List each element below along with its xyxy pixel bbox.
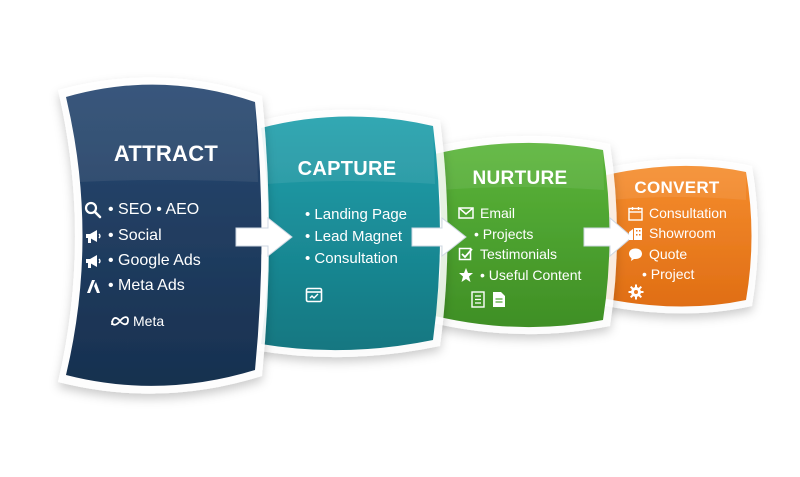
gear-icon	[628, 284, 644, 300]
attract-segment	[58, 77, 269, 394]
arrow-capture-nurture	[411, 216, 467, 258]
attract-item-label: • SEO • AEO	[108, 201, 200, 218]
capture-item-label: • Lead Magnet	[305, 228, 402, 245]
nurture-item-label: Testimonials	[480, 246, 558, 262]
meta-logo-text: Meta	[133, 313, 165, 329]
capture-item: • Lead Magnet	[305, 228, 402, 245]
attract-item-label: • Social	[108, 227, 162, 244]
attract-item-label: • Meta Ads	[108, 277, 185, 294]
arrow-attract-capture	[235, 216, 293, 258]
capture-item: • Landing Page	[305, 206, 407, 223]
document-icon	[492, 291, 506, 308]
attract-title: ATTRACT	[113, 141, 219, 166]
building-icon	[628, 226, 643, 241]
nurture-item-label: • Useful Content	[480, 267, 582, 283]
attract-item-google-ads: • Google Ads	[84, 252, 201, 270]
envelope-icon	[458, 207, 474, 219]
convert-item-label: • Project	[642, 266, 695, 282]
convert-title: CONVERT	[634, 178, 720, 197]
chat-icon	[628, 247, 643, 262]
star-icon	[458, 267, 474, 283]
form-icon	[305, 286, 323, 304]
checklist-icon	[471, 291, 485, 308]
convert-item-project: • Project	[642, 266, 694, 282]
nurture-item-label: Email	[480, 205, 516, 221]
nurture-item-projects: • Projects	[474, 226, 533, 242]
nurture-segment	[428, 135, 617, 335]
meta-logo: Meta	[110, 313, 164, 329]
convert-item-label: Quote	[649, 246, 688, 262]
nurture-item-content: • Useful Content	[458, 267, 581, 283]
megaphone-icon	[84, 252, 102, 270]
capture-item: • Consultation	[305, 250, 398, 267]
capture-item-label: • Consultation	[305, 250, 398, 267]
checkbox-icon	[458, 246, 474, 262]
arrow-nurture-convert	[583, 216, 633, 258]
google-ads-icon	[84, 277, 102, 295]
megaphone-icon	[84, 227, 102, 245]
calendar-icon	[628, 206, 643, 221]
nurture-title: NURTURE	[472, 168, 568, 189]
nurture-item-email: Email	[458, 205, 515, 221]
nurture-item-testimonials: Testimonials	[458, 246, 557, 262]
attract-item-social: • Social	[84, 227, 162, 245]
convert-segment	[596, 158, 758, 314]
convert-item-label: Showroom	[649, 225, 716, 241]
convert-item-showroom: Showroom	[628, 225, 716, 241]
nurture-item-label: • Projects	[474, 226, 534, 242]
capture-item-label: • Landing Page	[305, 206, 408, 223]
capture-title: CAPTURE	[297, 158, 397, 180]
attract-item-seo: • SEO • AEO	[84, 201, 199, 219]
convert-item-quote: Quote	[628, 246, 687, 262]
convert-item-consultation: Consultation	[628, 205, 727, 221]
attract-item-meta-ads: • Meta Ads	[84, 277, 185, 295]
meta-icon	[110, 315, 130, 327]
search-icon	[84, 201, 102, 219]
convert-item-label: Consultation	[649, 205, 727, 221]
attract-item-label: • Google Ads	[108, 252, 201, 269]
